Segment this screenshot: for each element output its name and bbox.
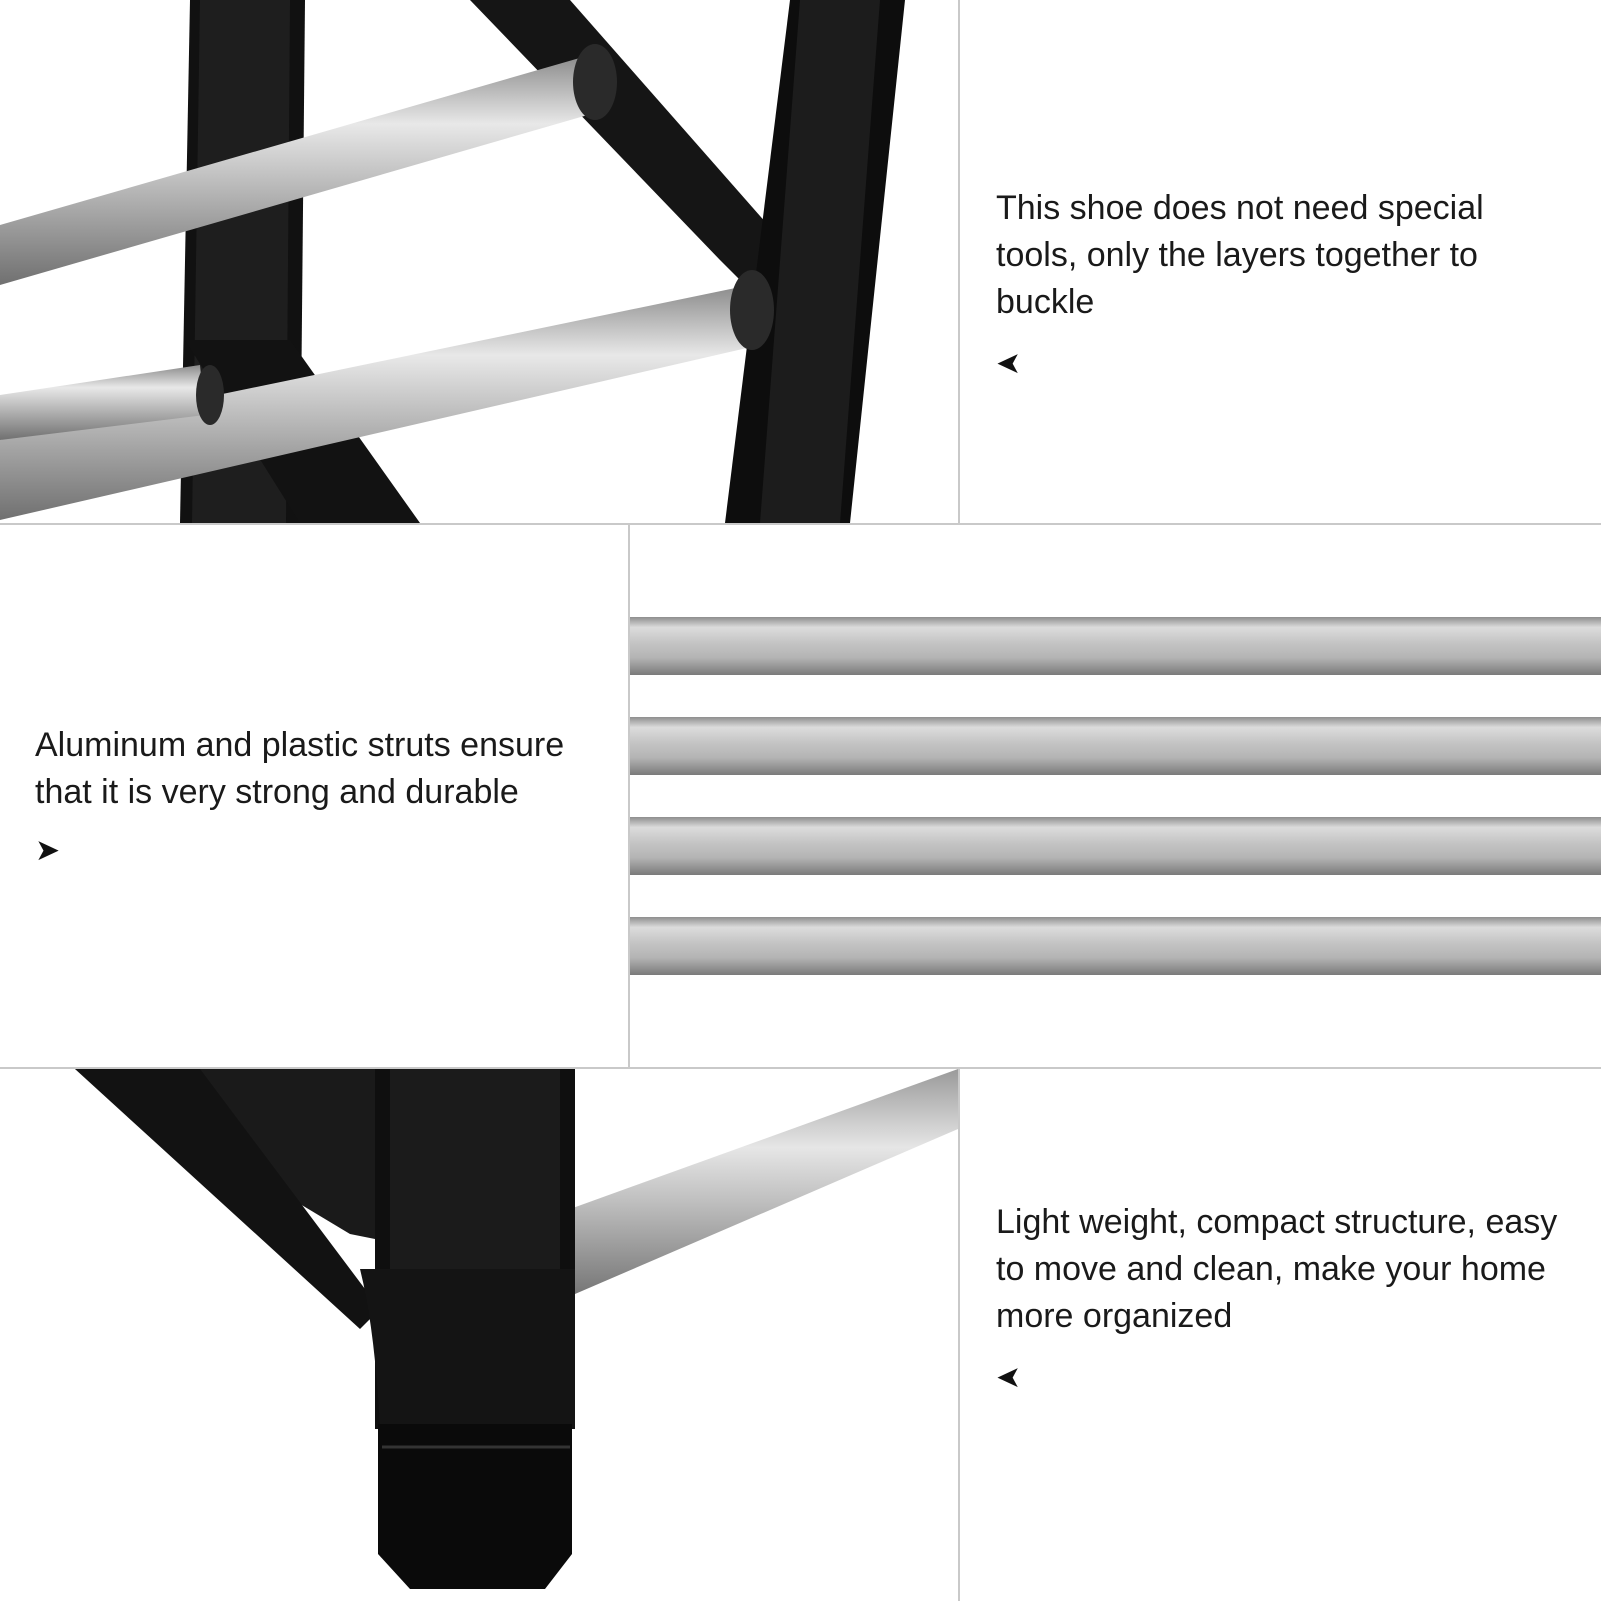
bottom-caption-panel: Light weight, compact structure, easy to… bbox=[960, 1069, 1601, 1601]
arrow-left-icon: ➤ bbox=[996, 347, 1022, 380]
top-product-photo bbox=[0, 0, 958, 523]
middle-caption-text: Aluminum and plastic struts ensure that … bbox=[35, 726, 565, 811]
arrow-left-icon: ➤ bbox=[996, 1361, 1022, 1394]
middle-product-photo bbox=[630, 525, 1601, 1067]
top-caption-panel: This shoe does not need special tools, o… bbox=[960, 0, 1601, 523]
divider-horizontal-top bbox=[0, 523, 1601, 525]
arrow-right-icon: ➤ bbox=[35, 834, 61, 867]
bottom-caption-text: Light weight, compact structure, easy to… bbox=[996, 1203, 1558, 1335]
divider-vertical-top bbox=[958, 0, 960, 523]
divider-horizontal-bottom bbox=[0, 1067, 1601, 1069]
divider-vertical-bottom bbox=[958, 1069, 960, 1601]
divider-vertical-middle bbox=[628, 525, 630, 1067]
top-caption-text: This shoe does not need special tools, o… bbox=[996, 189, 1484, 321]
bottom-product-photo bbox=[0, 1069, 958, 1601]
middle-caption-panel: Aluminum and plastic struts ensure that … bbox=[0, 525, 628, 1067]
